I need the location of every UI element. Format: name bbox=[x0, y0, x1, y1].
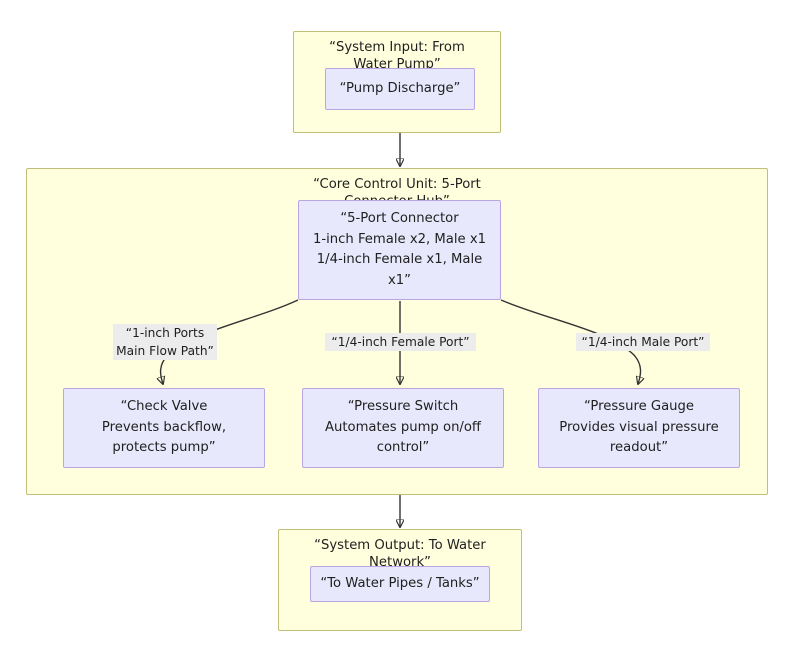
node-check-valve[interactable]: “Check Valve Prevents backflow, protects… bbox=[63, 388, 265, 468]
node-water-output[interactable]: “To Water Pipes / Tanks” bbox=[310, 566, 490, 602]
edge-label-quarter-inch-male-port: “1/4-inch Male Port” bbox=[576, 333, 710, 351]
node-pump-discharge[interactable]: “Pump Discharge” bbox=[325, 68, 475, 110]
node-pressure-switch[interactable]: “Pressure Switch Automates pump on/off c… bbox=[302, 388, 504, 468]
edge-label-1-inch-ports: “1-inch Ports Main Flow Path” bbox=[113, 324, 217, 360]
node-5-port-connector[interactable]: “5-Port Connector 1-inch Female x2, Male… bbox=[298, 200, 501, 300]
node-pressure-gauge[interactable]: “Pressure Gauge Provides visual pressure… bbox=[538, 388, 740, 468]
edge-label-quarter-inch-female-port: “1/4-inch Female Port” bbox=[325, 333, 476, 351]
